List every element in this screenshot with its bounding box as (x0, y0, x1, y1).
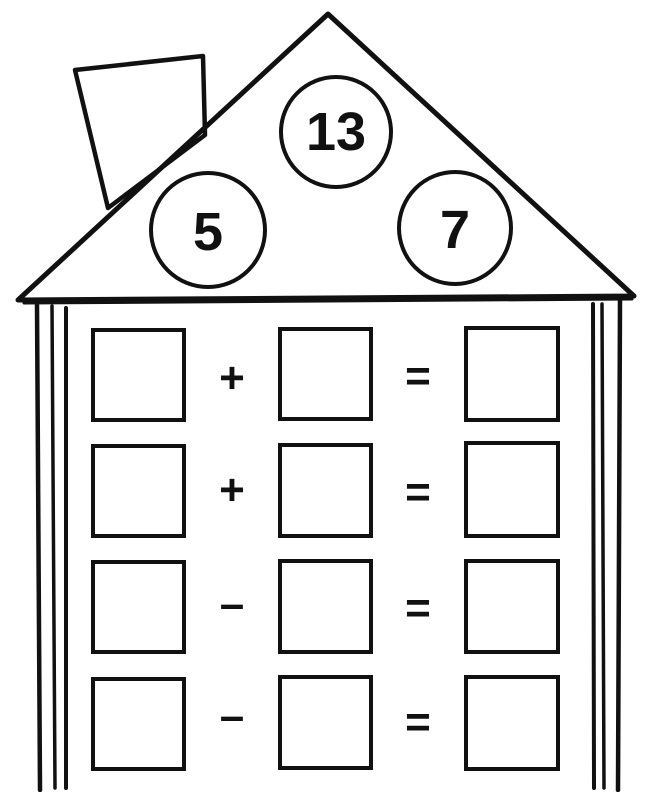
operator-sign: – (220, 580, 244, 629)
roof-number-left: 5 (151, 173, 265, 287)
equals-sign: = (405, 584, 431, 633)
roof-number-left-text: 5 (193, 202, 223, 262)
roof-number-right: 7 (399, 172, 511, 284)
answer-box[interactable] (466, 561, 558, 652)
answer-box[interactable] (93, 679, 184, 769)
answer-box[interactable] (466, 677, 558, 769)
equation-row-2: + = (93, 443, 558, 536)
answer-box[interactable] (280, 329, 371, 419)
operator-sign: + (219, 354, 245, 403)
roof-number-right-text: 7 (440, 200, 470, 260)
equals-sign: = (405, 468, 431, 517)
operator-sign: – (220, 692, 244, 741)
equation-row-4: – = (93, 677, 558, 769)
answer-box[interactable] (280, 445, 371, 536)
answer-box[interactable] (280, 561, 371, 652)
answer-box[interactable] (466, 443, 558, 536)
answer-box[interactable] (93, 562, 184, 652)
equals-sign: = (405, 698, 431, 747)
answer-box[interactable] (93, 446, 184, 536)
roof-number-top: 13 (281, 77, 391, 187)
answer-box[interactable] (93, 330, 184, 420)
operator-sign: + (219, 466, 245, 515)
answer-box[interactable] (466, 328, 558, 420)
roof-number-top-text: 13 (306, 102, 366, 162)
equation-row-3: – = (93, 561, 558, 652)
equation-row-1: + = (93, 328, 558, 420)
equals-sign: = (405, 352, 431, 401)
answer-box[interactable] (280, 677, 371, 768)
